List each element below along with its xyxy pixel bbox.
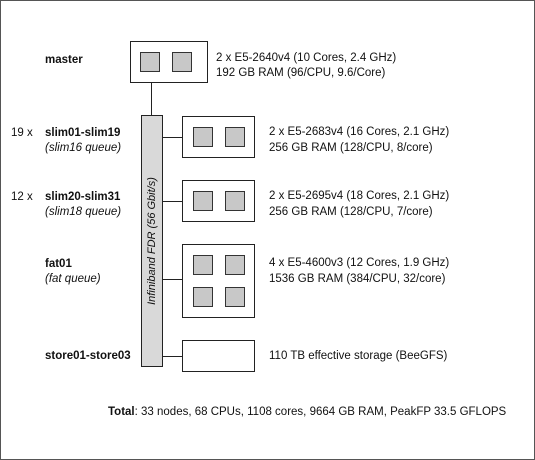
slim18-name: slim20-slim31	[45, 191, 121, 203]
fat-link	[163, 279, 182, 280]
infiniband-bus	[141, 115, 163, 367]
slim18-count: 12 x	[11, 191, 33, 203]
slim16-name: slim01-slim19	[45, 127, 121, 139]
master-link	[151, 83, 152, 115]
total-summary: Total: 33 nodes, 68 CPUs, 1108 cores, 96…	[108, 405, 506, 420]
cpu-block	[225, 255, 245, 275]
fat-queue: (fat queue)	[45, 273, 101, 285]
slim16-queue: (slim16 queue)	[45, 142, 122, 154]
slim16-link	[163, 137, 182, 138]
storage-link	[163, 356, 182, 357]
cpu-block	[193, 287, 213, 307]
storage-spec: 110 TB effective storage (BeeGFS)	[269, 350, 448, 362]
slim16-ram-spec: 256 GB RAM (128/CPU, 8/core)	[269, 142, 433, 154]
master-ram-spec: 192 GB RAM (96/CPU, 9.6/Core)	[216, 67, 386, 79]
storage-name: store01-store03	[45, 350, 131, 362]
fat-name: fat01	[45, 258, 72, 270]
cpu-block	[172, 52, 192, 72]
slim16-cpu-spec: 2 x E5-2683v4 (16 Cores, 2.1 GHz)	[269, 126, 450, 138]
fat-node-box	[182, 244, 255, 318]
cpu-block	[193, 191, 213, 211]
slim18-cpu-spec: 2 x E5-2695v4 (18 Cores, 2.1 GHz)	[269, 190, 450, 202]
total-text: : 33 nodes, 68 CPUs, 1108 cores, 9664 GB…	[134, 406, 507, 418]
slim18-queue: (slim18 queue)	[45, 206, 122, 218]
slim16-count: 19 x	[11, 127, 33, 139]
storage-box	[182, 340, 255, 372]
slim18-link	[163, 201, 182, 202]
master-cpu-spec: 2 x E5-2640v4 (10 Cores, 2.4 GHz)	[216, 52, 397, 64]
fat-cpu-spec: 4 x E5-4600v3 (12 Cores, 1.9 GHz)	[269, 257, 450, 269]
slim18-ram-spec: 256 GB RAM (128/CPU, 7/core)	[269, 206, 433, 218]
total-label: Total	[108, 406, 135, 418]
slim18-node-box	[182, 180, 255, 222]
cpu-block	[193, 255, 213, 275]
cpu-block	[140, 52, 160, 72]
cpu-block	[225, 287, 245, 307]
fat-ram-spec: 1536 GB RAM (384/CPU, 32/core)	[269, 273, 446, 285]
cpu-block	[225, 127, 245, 147]
master-node-box	[130, 41, 208, 83]
cpu-block	[225, 191, 245, 211]
infiniband-label: Infiniband FDR (56 Gbit/s)	[146, 177, 158, 305]
cpu-block	[193, 127, 213, 147]
slim16-node-box	[182, 116, 255, 158]
master-name: master	[45, 54, 83, 66]
